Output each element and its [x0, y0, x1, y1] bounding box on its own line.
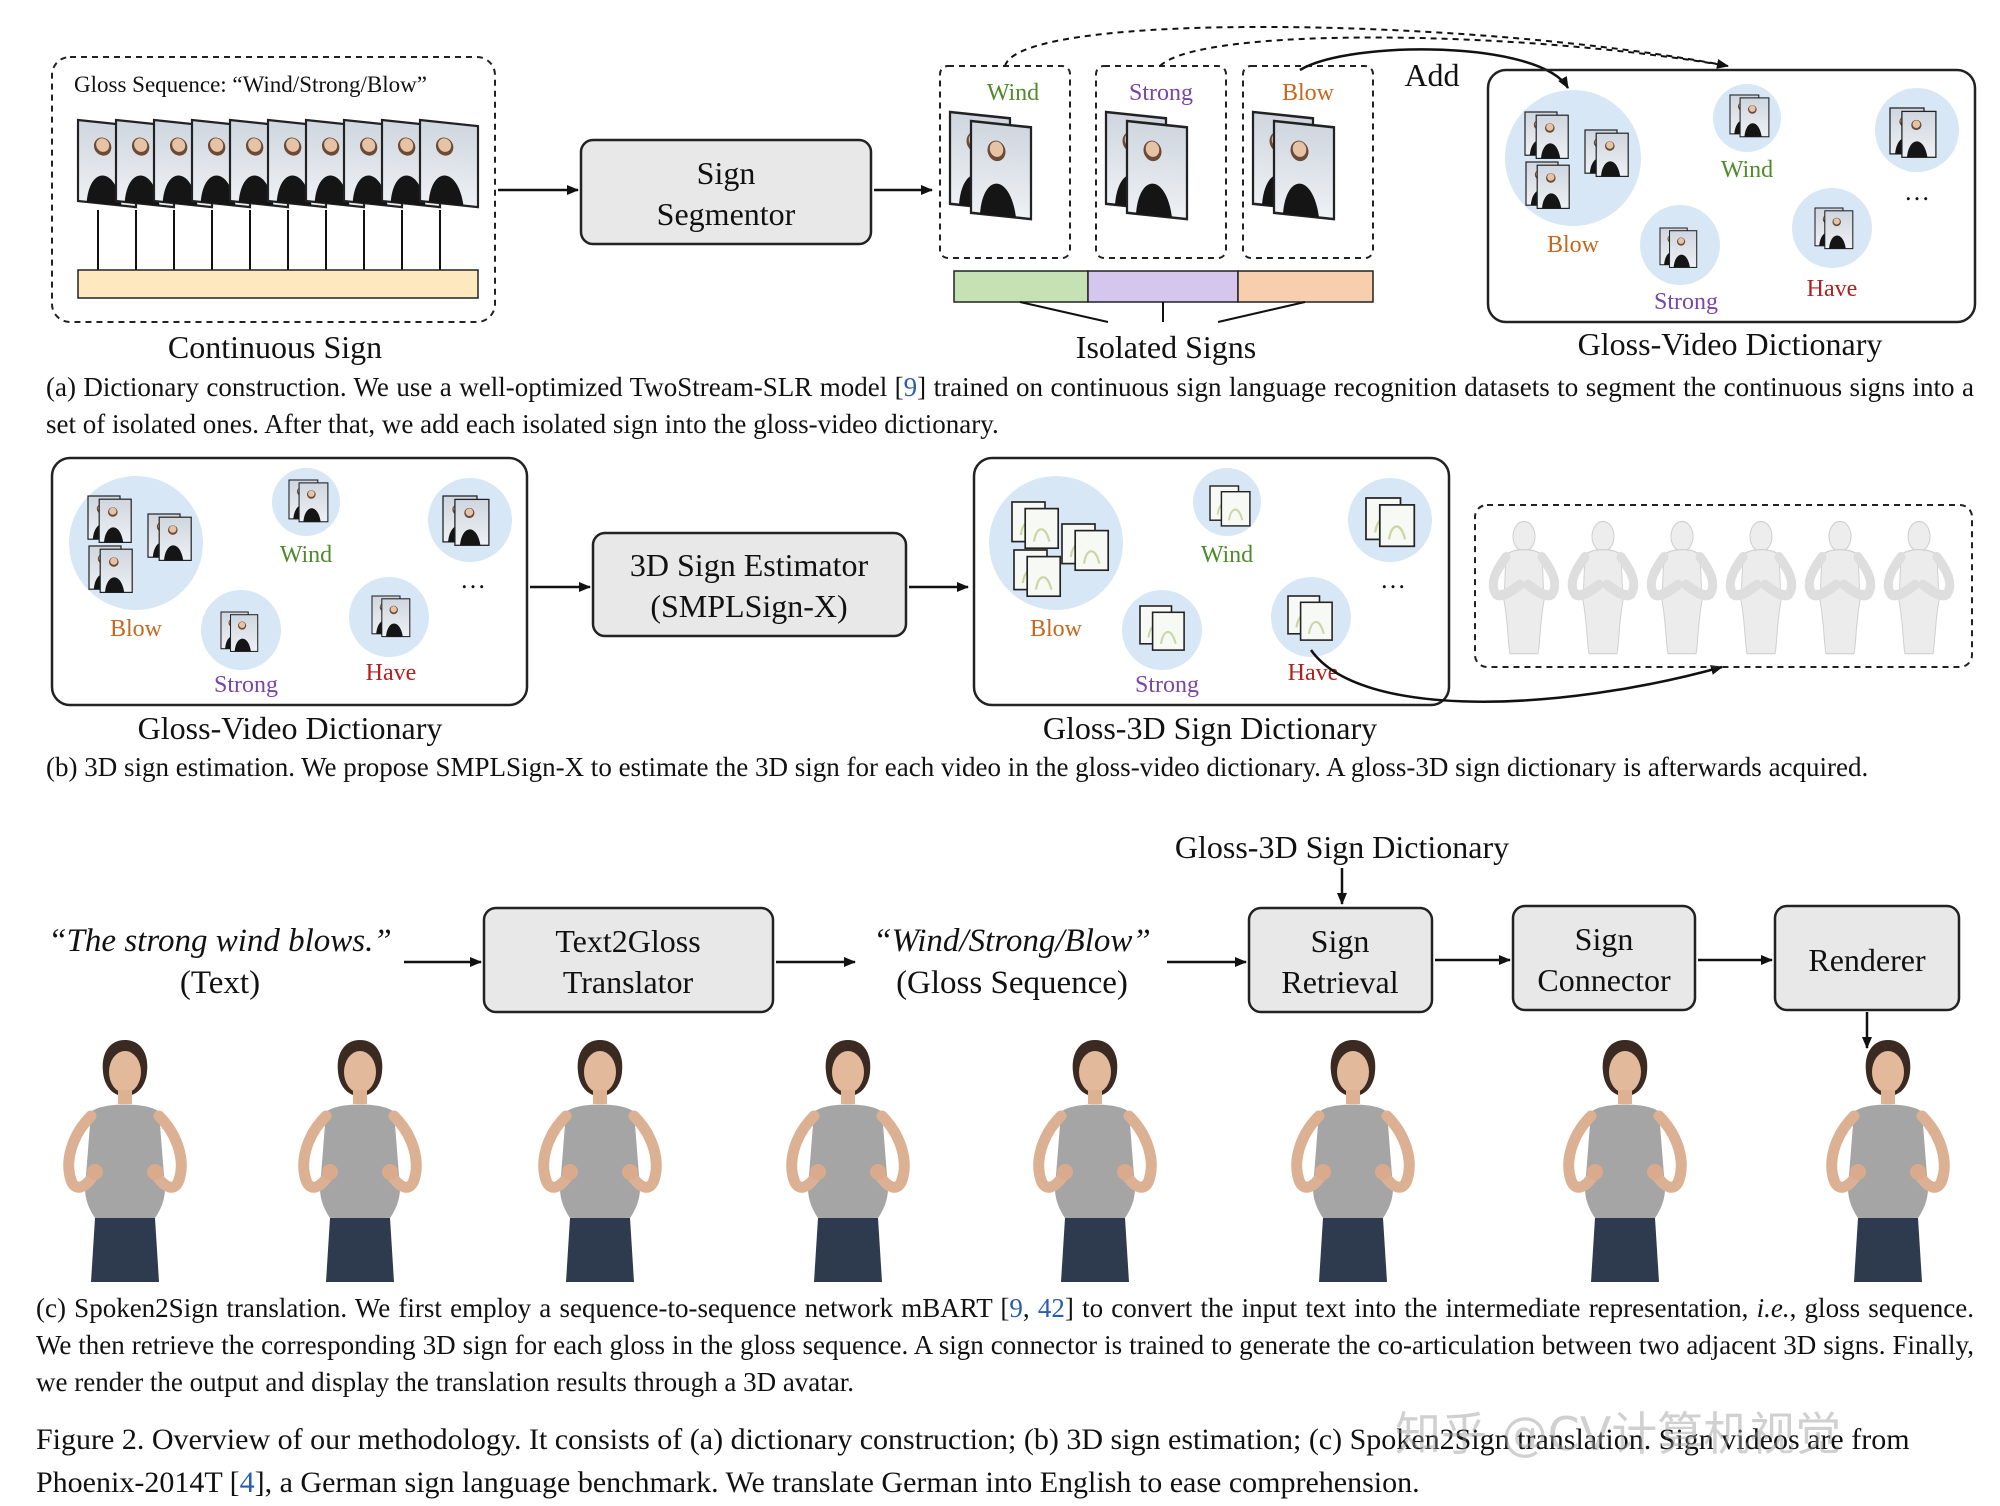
- segmentor-line2: Segmentor: [657, 196, 796, 232]
- segmentor-line1: Sign: [697, 155, 756, 191]
- citation-link[interactable]: 9: [903, 372, 918, 402]
- add-arrow-strong: [1159, 36, 1729, 67]
- b3d-word-wind: Wind: [1201, 542, 1253, 568]
- caption-a: (a) Dictionary construction. We use a we…: [46, 372, 1974, 439]
- dict-word-have: Have: [1807, 276, 1858, 302]
- mesh-sequence-box: [1474, 504, 1973, 668]
- isolated-bar-strong: [1087, 270, 1239, 303]
- avatar-render-sequence: [69, 1040, 1944, 1282]
- b-word-blow: Blow: [110, 616, 163, 642]
- dict-word-wind: Wind: [1721, 157, 1773, 183]
- input-text-quote: “The strong wind blows.”: [48, 923, 392, 959]
- dict-word-strong: Strong: [1654, 289, 1718, 315]
- sign-connector-box: [1511, 904, 1697, 1012]
- text2gloss-box: [482, 906, 775, 1014]
- panel-a: Gloss Sequence: “Wind/Strong/Blow” Conti…: [51, 25, 1977, 365]
- retrieval-line2: Retrieval: [1281, 964, 1398, 1000]
- citation-link[interactable]: 42: [1037, 1293, 1065, 1323]
- b-left-ellipsis: …: [460, 565, 486, 594]
- connector-line1: Sign: [1575, 921, 1634, 957]
- b3d-word-strong: Strong: [1135, 672, 1199, 698]
- dict-ellipsis: …: [1904, 177, 1930, 206]
- continuous-feature-bar: [77, 269, 479, 299]
- estimator-line1: 3D Sign Estimator: [630, 547, 869, 583]
- gloss-video-dictionary-box-b: [50, 456, 529, 707]
- sign-estimator-box: [591, 531, 908, 638]
- continuous-sign-box: [51, 56, 496, 323]
- isolated-clip-frames: [950, 112, 1334, 219]
- b3d-ellipsis: …: [1380, 565, 1406, 594]
- arrow-have-to-mesh: [1309, 649, 1723, 703]
- gloss-3d-dictionary-box: [972, 456, 1451, 707]
- b-word-have: Have: [366, 660, 417, 686]
- caption-b: (b) 3D sign estimation. We propose SMPLS…: [46, 752, 1869, 782]
- dict-word-blow: Blow: [1547, 232, 1600, 258]
- c-top-dictionary-label: Gloss-3D Sign Dictionary: [1175, 829, 1509, 865]
- gloss-sequence-label: Gloss Sequence: “Wind/Strong/Blow”: [74, 72, 427, 97]
- isolated-gloss-wind: Wind: [987, 80, 1039, 106]
- isolated-gloss-strong: Strong: [1129, 80, 1193, 106]
- gloss-video-dictionary-label-a: Gloss-Video Dictionary: [1578, 326, 1883, 362]
- add-arrow-wind: [1004, 25, 1729, 69]
- retrieval-line1: Sign: [1311, 923, 1370, 959]
- gloss-sequence-tag: (Gloss Sequence): [896, 965, 1128, 1001]
- isolated-bar-wind: [953, 270, 1089, 303]
- isolated-bar-blow: [1237, 270, 1374, 303]
- connector-line2: Connector: [1537, 962, 1671, 998]
- panel-b: Blow Wind Strong Have … Gloss-Video Dict…: [50, 456, 1973, 746]
- renderer-box: [1773, 904, 1961, 1012]
- isolated-signs-label: Isolated Signs: [1076, 329, 1256, 365]
- avatar-frame-1: [69, 1040, 181, 1282]
- avatar-frame-2: [304, 1040, 416, 1282]
- sign-retrieval-box: [1247, 906, 1434, 1014]
- sign-segmentor-box: [579, 138, 873, 246]
- mesh-sequence-figures: [1493, 521, 1950, 653]
- isolated-gloss-blow: Blow: [1282, 80, 1335, 106]
- gloss-3d-dictionary-label: Gloss-3D Sign Dictionary: [1043, 710, 1377, 746]
- avatar-frame-5: [1039, 1040, 1151, 1282]
- b-word-wind: Wind: [280, 542, 332, 568]
- isolated-signs-brace: [1019, 301, 1306, 323]
- renderer-label: Renderer: [1808, 942, 1926, 978]
- figure-caption: Figure 2. Overview of our methodology. I…: [36, 1423, 1910, 1499]
- watermark: 知乎 @CV计算机视觉: [1395, 1407, 1842, 1461]
- b-word-strong: Strong: [214, 672, 278, 698]
- caption-c: (c) Spoken2Sign translation. We first em…: [36, 1293, 1974, 1397]
- translator-line1: Text2Gloss: [555, 923, 700, 959]
- gloss-video-dictionary-label-b: Gloss-Video Dictionary: [138, 710, 443, 746]
- frame-connector-lines: [97, 210, 441, 270]
- avatar-frame-7: [1569, 1040, 1681, 1282]
- gloss-video-dictionary-box-a: [1486, 68, 1977, 324]
- input-text-tag: (Text): [180, 965, 260, 1001]
- panel-c: Gloss-3D Sign Dictionary “The strong win…: [48, 829, 1961, 1282]
- citation-link[interactable]: 4: [239, 1466, 255, 1499]
- citation-link[interactable]: 9: [1009, 1293, 1023, 1323]
- gloss-sequence-quote: “Wind/Strong/Blow”: [873, 923, 1151, 959]
- estimator-line2: (SMPLSign-X): [650, 588, 847, 624]
- avatar-frame-8: [1832, 1040, 1944, 1282]
- continuous-sign-label: Continuous Sign: [168, 329, 382, 365]
- avatar-frame-3: [544, 1040, 656, 1282]
- b3d-word-have: Have: [1288, 660, 1339, 686]
- b3d-word-blow: Blow: [1030, 616, 1083, 642]
- add-arrow-blow: [1299, 48, 1570, 89]
- add-label: Add: [1404, 57, 1459, 93]
- continuous-video-frames: [76, 118, 480, 209]
- translator-line2: Translator: [563, 964, 694, 1000]
- avatar-frame-6: [1297, 1040, 1409, 1282]
- avatar-frame-4: [792, 1040, 904, 1282]
